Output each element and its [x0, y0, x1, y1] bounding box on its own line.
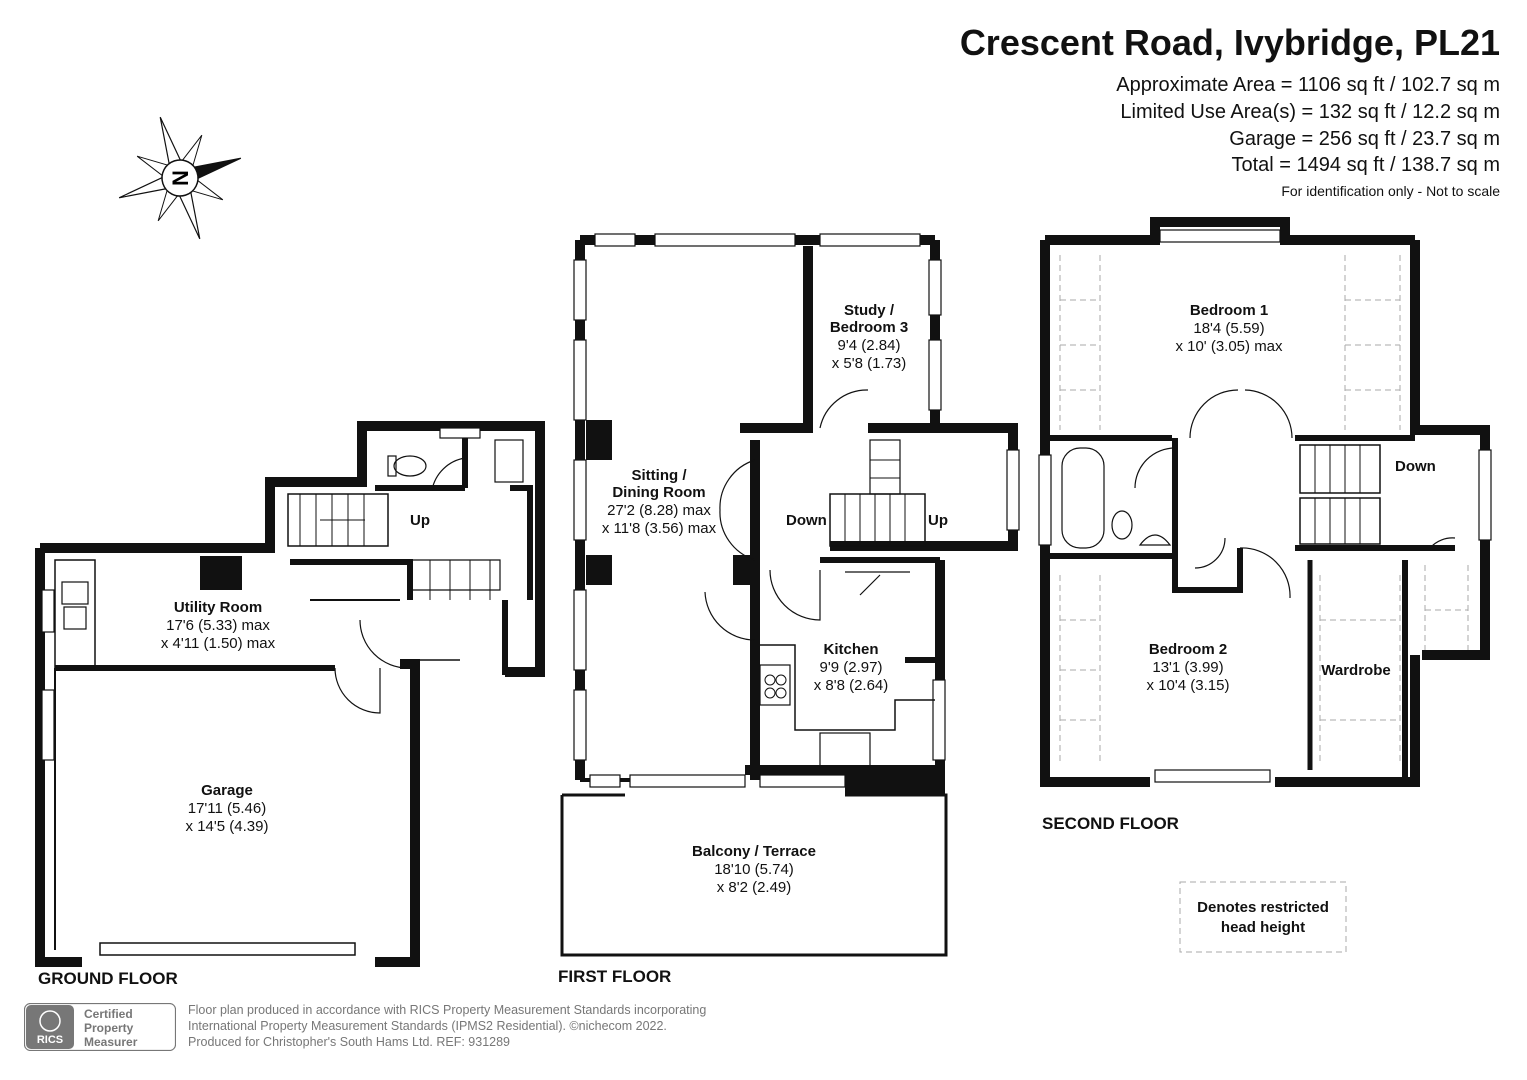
legend-box: [1179, 881, 1347, 953]
room-utility-name: Utility Room: [174, 599, 262, 616]
room-balcony-name: Balcony / Terrace: [692, 843, 816, 860]
total-area: Total = 1494 sq ft / 138.7 sq m: [1231, 154, 1501, 176]
room-garage-dim2: x 14'5 (4.39): [186, 818, 269, 835]
garage-area: Garage = 256 sq ft / 23.7 sq m: [1229, 128, 1500, 150]
compass-icon: N: [118, 116, 242, 240]
room-bedroom1-dim2: x 10' (3.05) max: [1175, 338, 1283, 355]
room-sitting-dim1: 27'2 (8.28) max: [607, 502, 711, 519]
floor-label-second: SECOND FLOOR: [1042, 814, 1179, 833]
ground-floor: [35, 421, 545, 967]
room-sitting-dim2: x 11'8 (3.56) max: [602, 520, 717, 537]
compass-letter: N: [168, 170, 193, 186]
rics-logo-text: RICS: [37, 1034, 63, 1046]
rics-certified-badge: RICS Certified Property Measurer: [23, 1002, 177, 1052]
page-title: Crescent Road, Ivybridge, PL21: [959, 22, 1500, 63]
room-bedroom2-dim2: x 10'4 (3.15): [1147, 677, 1230, 694]
room-utility-dim2: x 4'11 (1.50) max: [161, 635, 276, 652]
room-kitchen-name: Kitchen: [823, 641, 878, 658]
limited-use-area: Limited Use Area(s) = 132 sq ft / 12.2 s…: [1120, 101, 1500, 123]
footer-line3: Produced for Christopher's South Hams Lt…: [188, 1035, 510, 1049]
second-floor: [1038, 217, 1492, 787]
legend-line1: Denotes restricted: [1197, 899, 1329, 916]
room-wardrobe-name: Wardrobe: [1321, 662, 1390, 679]
floor-label-first: FIRST FLOOR: [558, 967, 671, 986]
room-sitting-name2: Dining Room: [612, 484, 705, 501]
room-kitchen-dim1: 9'9 (2.97): [820, 659, 883, 676]
footer-line1: Floor plan produced in accordance with R…: [188, 1003, 707, 1017]
room-garage-name: Garage: [201, 782, 253, 799]
first-floor: [560, 233, 1020, 957]
stairs-up-first: Up: [928, 512, 948, 529]
room-sitting-name1: Sitting /: [632, 467, 688, 484]
room-bedroom2-dim1: 13'1 (3.99): [1152, 659, 1223, 676]
floor-label-ground: GROUND FLOOR: [38, 969, 178, 988]
room-utility-dim1: 17'6 (5.33) max: [166, 617, 270, 634]
room-study-dim1: 9'4 (2.84): [838, 337, 901, 354]
badge-line1: Certified: [84, 1007, 133, 1021]
room-study-name1: Study /: [844, 302, 895, 319]
footer-line2: International Property Measurement Stand…: [188, 1019, 667, 1033]
room-garage-dim1: 17'11 (5.46): [188, 800, 266, 817]
room-bedroom1-name: Bedroom 1: [1190, 302, 1268, 319]
room-bedroom1-dim1: 18'4 (5.59): [1193, 320, 1264, 337]
badge-line3: Measurer: [84, 1035, 138, 1049]
stairs-down-first: Down: [786, 512, 827, 529]
room-bedroom2-name: Bedroom 2: [1149, 641, 1227, 658]
room-kitchen-dim2: x 8'8 (2.64): [814, 677, 889, 694]
room-study-name2: Bedroom 3: [830, 319, 908, 336]
approx-area: Approximate Area = 1106 sq ft / 102.7 sq…: [1116, 74, 1500, 96]
footer-note: Floor plan produced in accordance with R…: [188, 1002, 706, 1050]
badge-line2: Property: [84, 1021, 134, 1035]
scale-note: For identification only - Not to scale: [1281, 183, 1500, 199]
legend-line2: head height: [1221, 919, 1305, 936]
room-balcony-dim1: 18'10 (5.74): [714, 861, 794, 878]
room-study-dim2: x 5'8 (1.73): [832, 355, 907, 372]
stairs-down-second: Down: [1395, 458, 1436, 475]
room-balcony-dim2: x 8'2 (2.49): [717, 879, 792, 896]
stairs-up-ground: Up: [410, 512, 430, 529]
